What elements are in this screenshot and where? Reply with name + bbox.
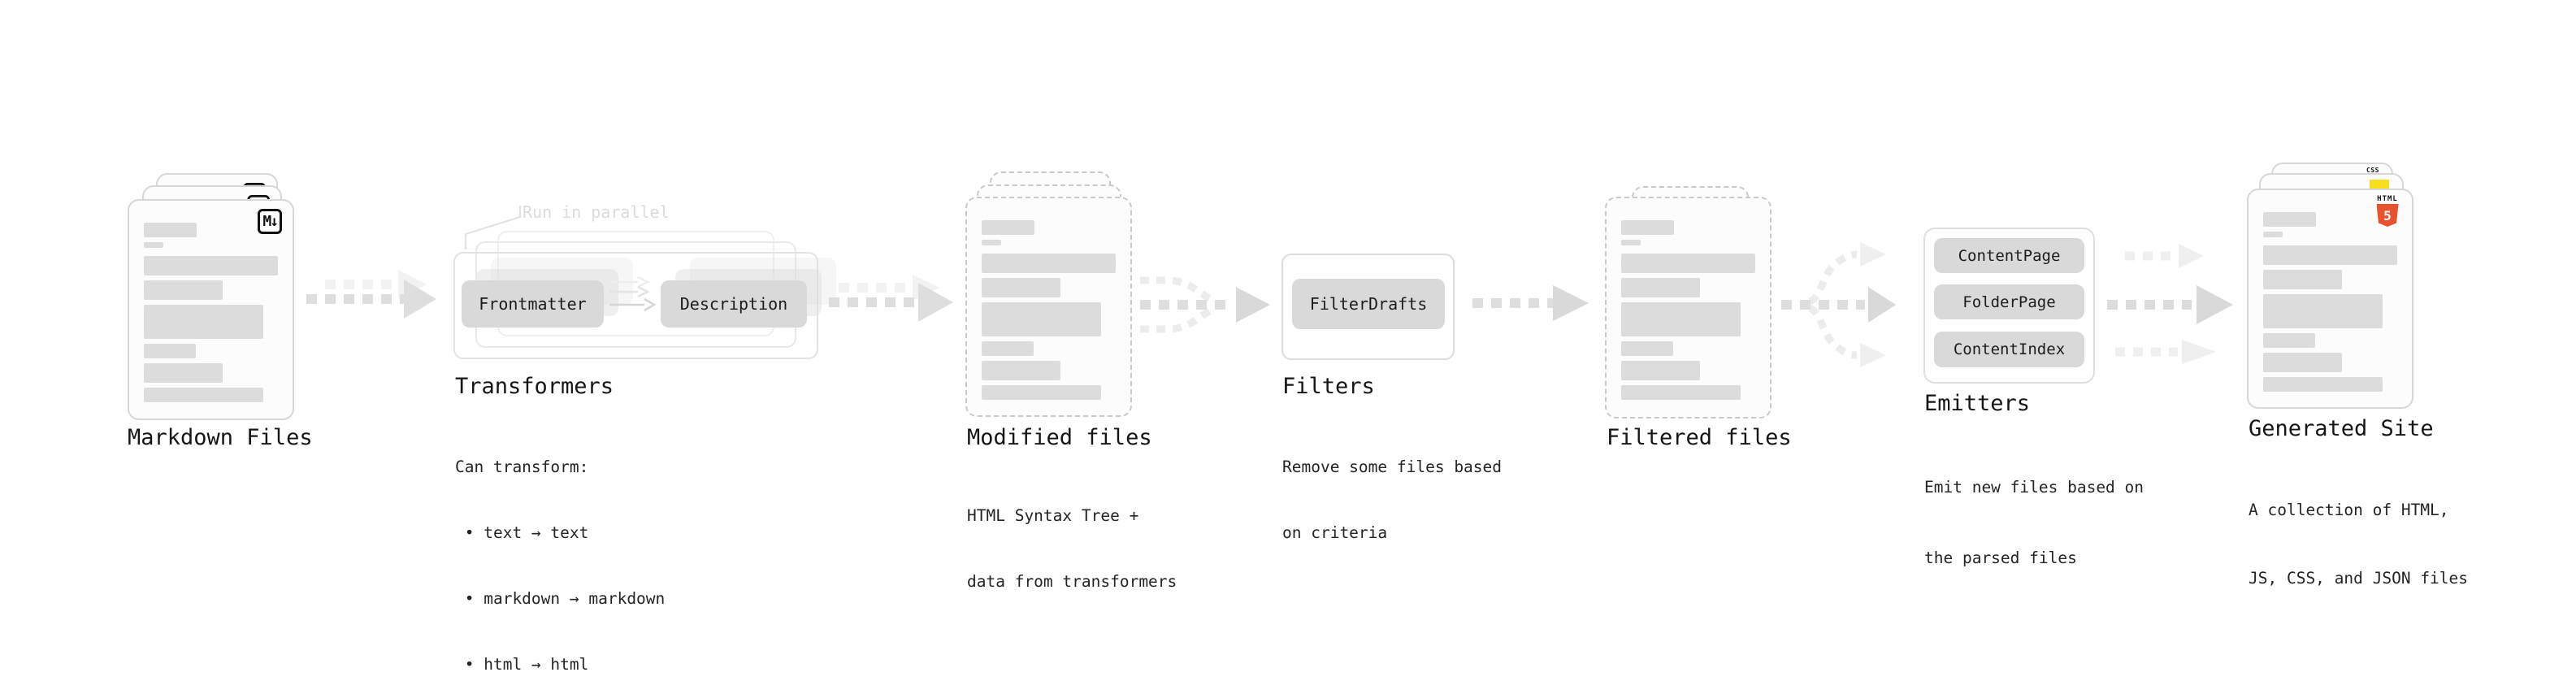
file-content-placeholder [1621, 220, 1755, 405]
description-line: A collection of HTML, [2249, 501, 2449, 519]
pill-frontmatter: Frontmatter [462, 280, 604, 327]
description-line: • html → html [455, 655, 589, 674]
stage-label-modified-files: Modified files [967, 425, 1152, 450]
description-line: • markdown → markdown [455, 589, 666, 608]
generated-site-description: A collection of HTML, JS, CSS, and JSON … [2249, 453, 2468, 635]
arrow-filters-to-filtered-icon [1472, 285, 1589, 321]
description-line: HTML Syntax Tree + [967, 506, 1139, 525]
pill-contentpage: ContentPage [1934, 238, 2084, 273]
pill-folderpage: FolderPage [1934, 284, 2084, 319]
description-line: on criteria [1282, 523, 1388, 542]
file-content-placeholder [144, 223, 278, 407]
description-line: Remove some files based [1282, 458, 1503, 476]
stage-label-filtered-files: Filtered files [1607, 425, 1792, 450]
filtered-file-card-front [1605, 197, 1772, 419]
parallel-arrows-icon [609, 275, 657, 312]
description-line: JS, CSS, and JSON files [2249, 569, 2469, 588]
pill-contentindex: ContentIndex [1934, 332, 2084, 367]
html5-icon: HTML 5 [2371, 195, 2404, 227]
site-file-card-front: HTML 5 [2247, 189, 2413, 409]
stage-label-filters: Filters [1282, 374, 1375, 399]
description-line: data from transformers [967, 572, 1177, 591]
run-in-parallel-note: Run in parallel [523, 202, 670, 222]
transformers-group-box-front [453, 252, 818, 359]
modified-file-card-front [965, 197, 1132, 417]
html5-shield: 5 [2376, 204, 2399, 227]
description-line: Emit new files based on [1924, 478, 2144, 497]
emitters-group-box [1923, 228, 2095, 384]
stage-label-transformers: Transformers [455, 374, 614, 399]
description-line: Can transform: [455, 458, 589, 476]
arrow-transformers-to-modified-icon [829, 275, 953, 322]
transformers-description: Can transform: • text → text • markdown … [455, 412, 665, 681]
pill-filterdrafts: FilterDrafts [1292, 279, 1445, 329]
javascript-icon [2370, 180, 2389, 191]
markdown-icon: M↓ [258, 209, 282, 234]
run-in-parallel-pointer-line [464, 206, 522, 249]
stage-label-markdown-files: Markdown Files [128, 425, 313, 450]
arrow-modified-to-filters-icon [1140, 276, 1270, 333]
html5-label: HTML [2377, 195, 2398, 203]
file-content-placeholder [982, 220, 1116, 405]
stage-label-emitters: Emitters [1924, 391, 2031, 416]
emitters-description: Emit new files based on the parsed files [1924, 428, 2144, 617]
description-line: the parsed files [1924, 549, 2077, 567]
description-line: • text → text [455, 523, 589, 542]
markdown-file-card-front: M↓ [128, 199, 294, 420]
filters-description: Remove some files based on criteria [1282, 412, 1502, 588]
filters-group-box [1281, 254, 1455, 360]
modified-files-description: HTML Syntax Tree + data from transformer… [967, 461, 1177, 636]
stage-label-generated-site: Generated Site [2249, 416, 2434, 441]
arrow-filtered-to-emitters-icon [1781, 242, 1896, 367]
file-content-placeholder [2263, 212, 2397, 397]
arrow-emitters-to-site-icon [2107, 244, 2233, 364]
arrow-markdown-to-transformers-icon [306, 270, 436, 319]
pill-description: Description [661, 280, 807, 327]
